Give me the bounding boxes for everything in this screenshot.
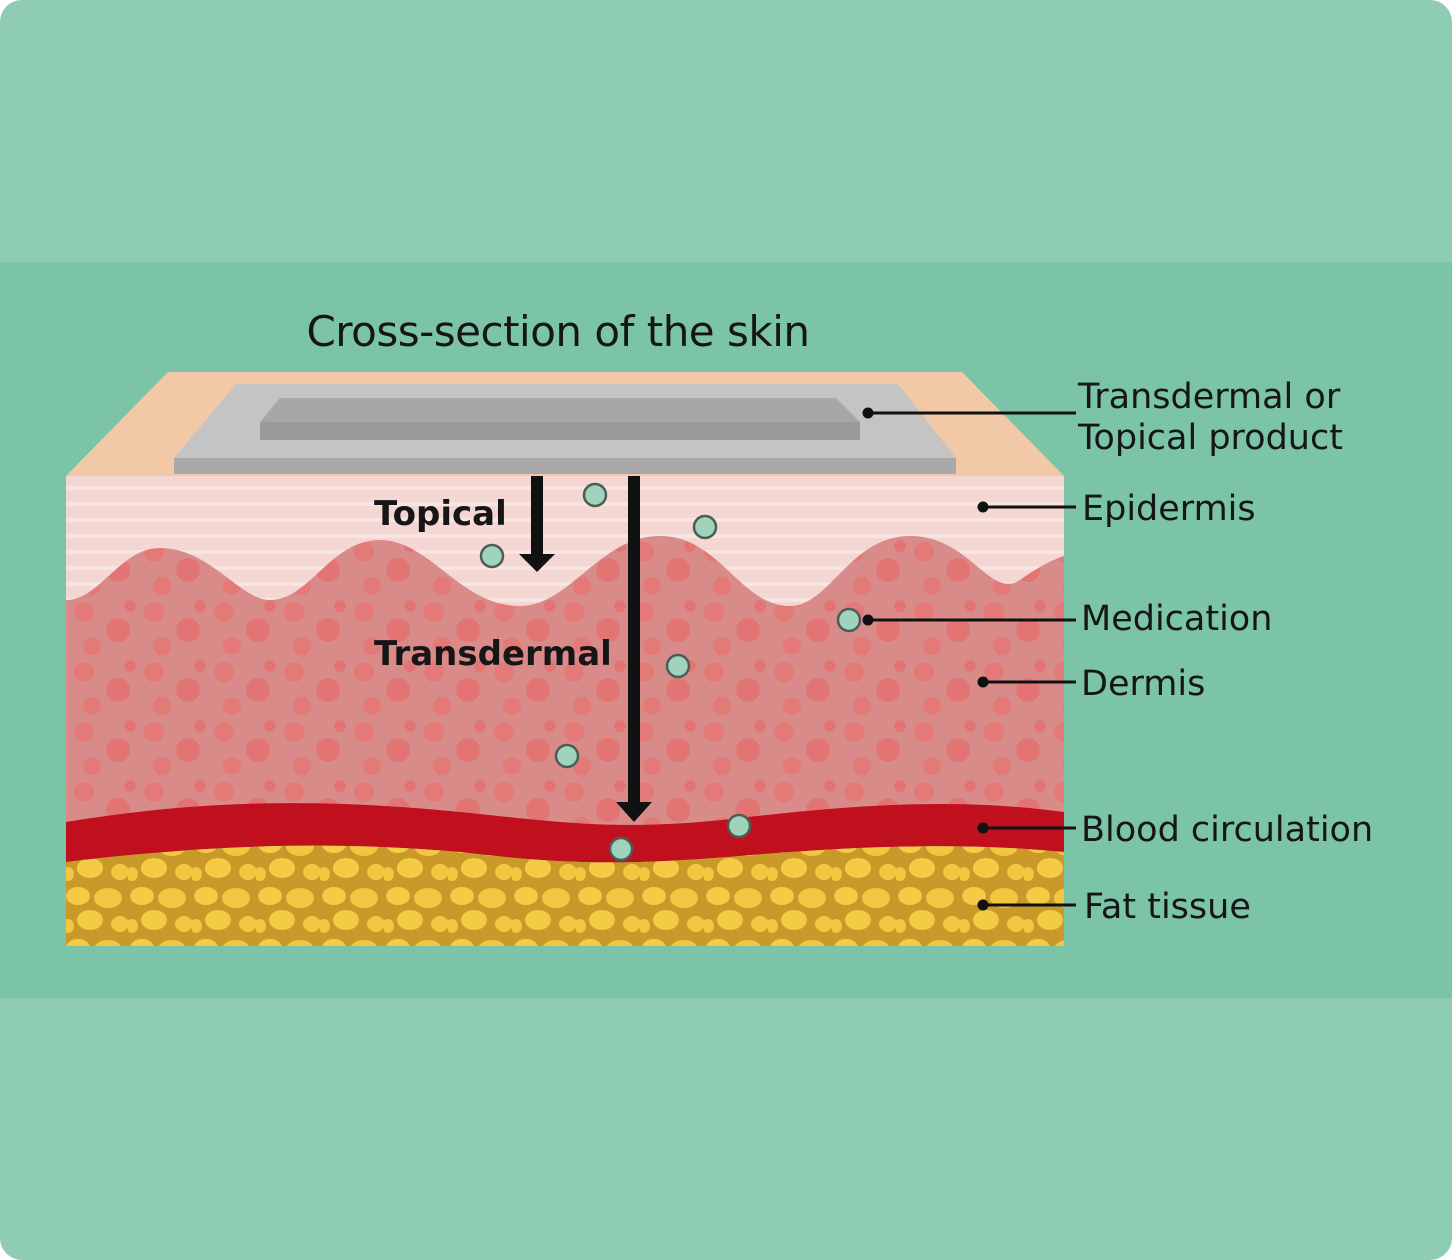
topical-arrow-head (519, 554, 555, 572)
leader-dot (977, 501, 989, 513)
medication-particles (479, 482, 862, 862)
medication-particle (726, 813, 752, 839)
medication-particle (479, 543, 505, 569)
transdermal-arrow-shaft (628, 476, 640, 806)
dermis-label: Dermis (1081, 664, 1205, 704)
medication-particle (582, 482, 608, 508)
medication-particle (554, 743, 580, 769)
leader-dots (862, 407, 989, 911)
diagram-title: Cross-section of the skin (306, 307, 809, 356)
medication-particle (836, 607, 862, 633)
patch-top (260, 398, 860, 422)
patch-base (174, 458, 956, 474)
patch-top-edge (260, 422, 860, 440)
medication-particle (665, 653, 691, 679)
fat-tissue-label: Fat tissue (1084, 887, 1251, 927)
leader-dot (977, 822, 989, 834)
leader-lines (868, 411, 1076, 907)
fat-tissue-layer (66, 845, 1064, 946)
medication-particle (692, 514, 718, 540)
leader-dot (862, 614, 874, 626)
leader-dot (977, 899, 989, 911)
medication-label: Medication (1081, 599, 1272, 639)
product-label-line2: Topical product (1077, 418, 1343, 458)
topical-arrow-shaft (531, 476, 543, 556)
topical-path-label: Topical (374, 494, 507, 534)
blood-circulation-label: Blood circulation (1081, 810, 1373, 850)
transdermal-arrow-head (616, 802, 652, 822)
leader-dot (862, 407, 874, 419)
blood-circulation-layer (66, 803, 1064, 863)
leader-dot (977, 676, 989, 688)
medication-particle (608, 836, 634, 862)
product-label-line1: Transdermal or (1077, 377, 1341, 417)
dermis-layer (66, 536, 1064, 830)
transdermal-path-label: Transdermal (374, 634, 612, 674)
epidermis-label: Epidermis (1082, 489, 1256, 529)
